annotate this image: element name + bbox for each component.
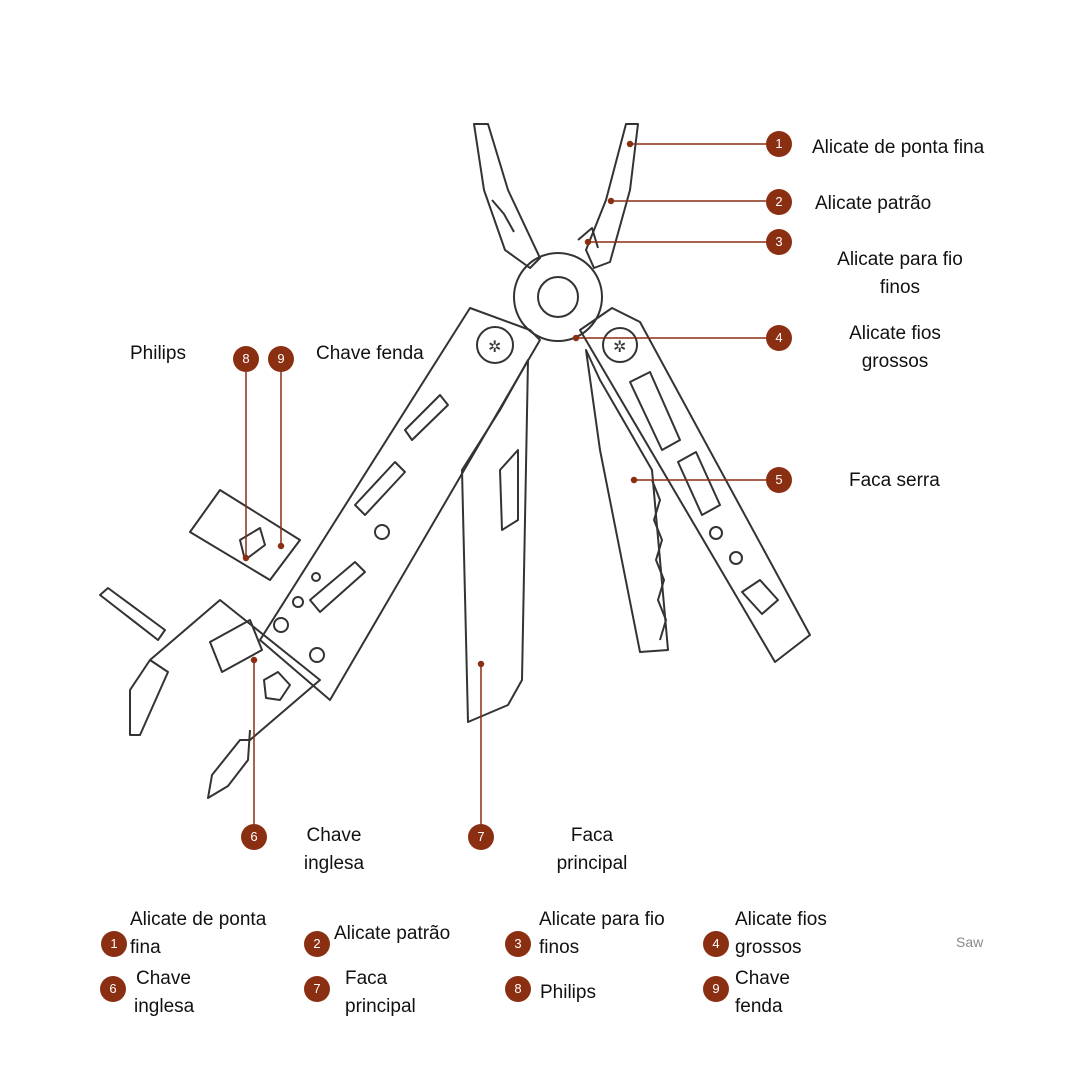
legend-line: principal [345,996,416,1017]
legend-line: Chave [735,968,790,989]
legend-badge-1: 1 [101,931,127,957]
legend-line: fenda [735,996,783,1017]
callout-badge-2: 2 [766,189,792,215]
callout-badge-5: 5 [766,467,792,493]
legend-item-4: Alicate fios grossos [735,906,827,962]
svg-text:✲: ✲ [613,339,626,356]
label-line: inglesa [303,853,365,874]
label-line: Alicate fios [849,323,941,344]
legend-badge-8: 8 [505,976,531,1002]
legend-line: Philips [540,982,596,1003]
label-chave-inglesa: Chave inglesa [284,822,384,878]
legend-line: Alicate patrão [334,923,451,944]
label-line: Faca [570,825,614,846]
legend-item-6: Chave inglesa [134,965,194,1021]
callout-badge-6: 6 [241,824,267,850]
label-line: Alicate para fio [837,249,963,270]
legend-item-8: Philips [540,979,596,1007]
saw-text: Saw [956,934,984,950]
legend-line: Alicate para fio [539,909,665,930]
svg-text:✲: ✲ [488,339,501,356]
label-line: grossos [861,351,929,372]
legend-item-9: Chave fenda [735,965,790,1021]
legend-badge-7: 7 [304,976,330,1002]
legend-line: inglesa [134,996,195,1017]
label-line: finos [879,277,921,298]
callout-badge-3: 3 [766,229,792,255]
legend-badge-6: 6 [100,976,126,1002]
legend-item-7: Faca principal [345,965,416,1021]
legend-badge-4: 4 [703,931,729,957]
callout-badge-8: 8 [233,346,259,372]
label-faca-principal: Faca principal [542,822,642,878]
callout-badge-4: 4 [766,325,792,351]
legend-badge-3: 3 [505,931,531,957]
legend-item-1: Alicate de ponta fina [130,906,266,962]
legend-item-3: Alicate para fio finos [539,906,665,962]
label-chave-fenda: Chave fenda [316,343,424,364]
legend-line: Alicate de ponta [130,909,267,930]
legend-line: Chave [136,968,191,989]
label-faca-serra: Faca serra [849,470,940,491]
legend-line: grossos [735,937,802,958]
callout-badge-1: 1 [766,131,792,157]
label-alicate-fios-grossos: Alicate fios grossos [825,320,965,376]
label-philips: Philips [130,343,186,364]
label-line: Chave [306,825,362,846]
callout-badge-9: 9 [268,346,294,372]
legend-line: Faca [345,968,388,989]
legend-badge-2: 2 [304,931,330,957]
label-line: principal [556,853,628,874]
label-alicate-ponta-fina: Alicate de ponta fina [812,137,985,158]
legend-badge-9: 9 [703,976,729,1002]
legend-line: finos [539,937,580,958]
legend-line: fina [130,937,161,958]
label-alicate-patrao: Alicate patrão [815,193,932,214]
callout-badge-7: 7 [468,824,494,850]
legend-line: Alicate fios [735,909,827,930]
label-alicate-fio-finos: Alicate para fio finos [820,246,980,302]
legend-item-2: Alicate patrão [334,920,450,948]
